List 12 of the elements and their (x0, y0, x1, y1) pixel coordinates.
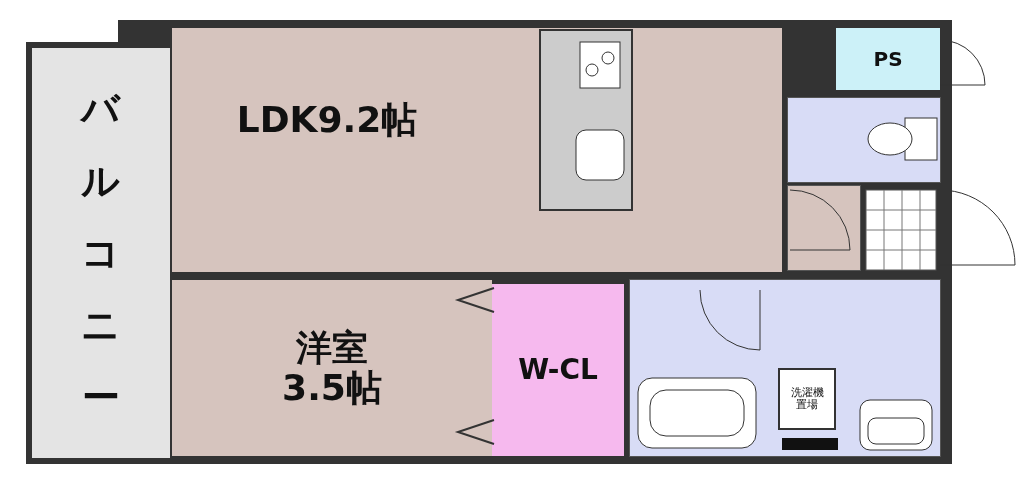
room-label: LDK9.2帖 (236, 100, 418, 140)
washer-space-label: 洗濯機置場 (789, 386, 825, 412)
bedroom-area (172, 280, 492, 456)
washer-space-box (778, 368, 836, 430)
room-label: バルコニー (80, 85, 122, 422)
entrance-area (788, 186, 860, 270)
pipe-space-area (836, 28, 940, 90)
room-label: W-CL (518, 354, 598, 386)
room-label: 洋室 (296, 328, 368, 368)
room-label: PS (873, 48, 903, 70)
room-label: 3.5帖 (282, 368, 382, 408)
closet-area (492, 284, 624, 456)
